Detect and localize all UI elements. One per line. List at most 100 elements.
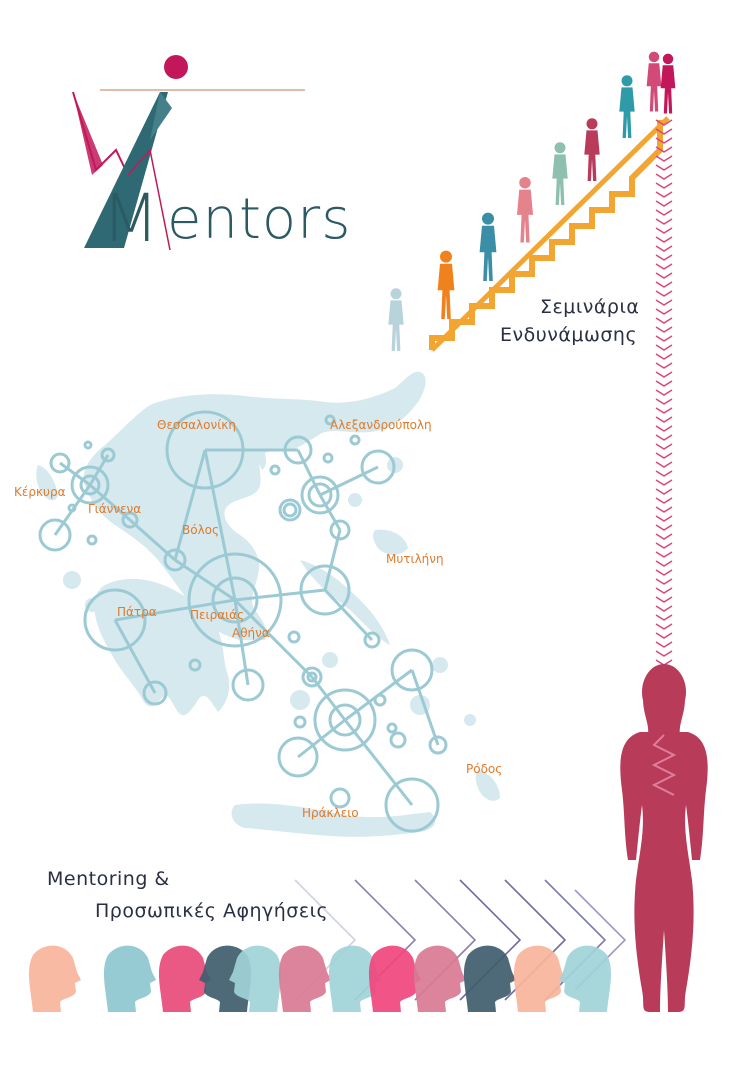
city-ioannina: Γιάννενα <box>88 502 142 516</box>
climbing-woman <box>516 176 534 243</box>
zigzag-chevron <box>655 263 673 270</box>
city-alexandroupoli: Αλεξανδρούπολη <box>330 418 432 432</box>
zigzag-chevron <box>655 614 673 621</box>
zigzag-chevron <box>655 596 673 603</box>
zigzag-chevron <box>655 524 673 531</box>
woman-head <box>463 945 516 1012</box>
climbing-woman <box>552 142 568 205</box>
zigzag-chevron <box>655 650 673 657</box>
woman-head <box>229 945 282 1012</box>
zigzag-chevron <box>655 506 673 513</box>
stairs-icon <box>429 116 670 352</box>
city-thessaloniki: Θεσσαλονίκη <box>157 418 236 432</box>
climbing-woman <box>388 288 404 351</box>
woman-head <box>328 945 381 1012</box>
women-heads-icon <box>28 945 612 1012</box>
woman-silhouette-icon <box>620 664 708 1012</box>
zigzag-chevron <box>655 641 673 648</box>
logo-mark-icon <box>72 55 305 251</box>
zigzag-chevron <box>655 605 673 612</box>
zigzag-chevron <box>655 497 673 504</box>
zigzag-chevron <box>655 344 673 351</box>
seminars-heading-line1: Σεμινάρια <box>540 296 640 318</box>
zigzag-chevron <box>655 326 673 333</box>
zigzag-chevron <box>655 281 673 288</box>
zigzag-chevron <box>655 200 673 207</box>
zigzag-chevron <box>655 227 673 234</box>
zigzag-chevron <box>655 515 673 522</box>
logo-letter-m: M <box>102 180 160 257</box>
chevrons-icon <box>655 119 673 684</box>
zigzag-chevron <box>655 632 673 639</box>
zigzag-chevron <box>655 254 673 261</box>
zigzag-chevron <box>655 155 673 162</box>
climbing-woman <box>437 250 455 319</box>
woman-head <box>559 945 612 1012</box>
zigzag-chevron <box>655 137 673 144</box>
zigzag-chevron <box>655 218 673 225</box>
zigzag-chevron <box>655 191 673 198</box>
climbing-women-icon <box>388 51 676 351</box>
zigzag-chevron <box>655 245 673 252</box>
zigzag-chevron <box>655 362 673 369</box>
zigzag-chevron <box>655 173 673 180</box>
zigzag-chevron <box>655 587 673 594</box>
woman-head <box>278 945 331 1012</box>
logo-wordmark-rest: entors <box>167 187 352 252</box>
zigzag-chevron <box>655 335 673 342</box>
woman-head <box>513 945 566 1012</box>
zigzag-chevron <box>655 560 673 567</box>
zigzag-chevron <box>655 416 673 423</box>
zigzag-chevron <box>655 164 673 171</box>
zigzag-chevron <box>655 407 673 414</box>
zigzag-chevron <box>655 371 673 378</box>
network-icon <box>38 410 448 833</box>
greece-map-icon <box>36 371 500 837</box>
zigzag-chevron <box>655 146 673 153</box>
woman-head <box>413 945 466 1012</box>
woman-head <box>158 945 211 1012</box>
zigzag-chevron <box>655 299 673 306</box>
zigzag-chevron <box>655 128 673 135</box>
zigzag-chevron <box>655 317 673 324</box>
zigzag-chevron <box>655 119 673 126</box>
climbing-woman <box>646 51 662 112</box>
zigzag-chevron <box>655 479 673 486</box>
zigzag-chevron <box>655 272 673 279</box>
zigzag-chevron <box>655 623 673 630</box>
climbing-woman <box>619 75 635 138</box>
climbing-woman <box>660 53 676 114</box>
city-peiraias: Πειραιάς <box>190 608 245 622</box>
city-athina: Αθήνα <box>232 626 270 640</box>
zigzag-chevron <box>655 443 673 450</box>
zigzag-chevron <box>655 470 673 477</box>
city-rodos: Ρόδος <box>466 762 503 776</box>
seminars-heading-line2: Ενδυνάμωσης <box>500 324 638 346</box>
city-volos: Βόλος <box>182 523 220 537</box>
city-irakleio: Ηράκλειο <box>302 806 359 820</box>
zigzag-chevron <box>655 434 673 441</box>
zigzag-chevron <box>655 425 673 432</box>
mentoring-heading-line2: Προσωπικές Αφηγήσεις <box>95 900 329 922</box>
zigzag-chevron <box>655 542 673 549</box>
zigzag-chevron <box>655 452 673 459</box>
logo-wordmark: M entors <box>102 186 351 252</box>
climbing-woman <box>584 118 600 181</box>
zigzag-chevron <box>655 533 673 540</box>
zigzag-chevron <box>655 308 673 315</box>
city-kerkyra: Κέρκυρα <box>14 485 66 499</box>
woman-head <box>103 945 156 1012</box>
zigzag-chevron <box>655 236 673 243</box>
zigzag-chevron <box>655 398 673 405</box>
woman-head <box>28 945 81 1012</box>
zigzag-chevron <box>655 488 673 495</box>
zigzag-chevron <box>655 461 673 468</box>
woman-head <box>368 945 421 1012</box>
zigzag-chevron <box>655 182 673 189</box>
city-mytilini: Μυτιλήνη <box>386 552 444 566</box>
city-patra: Πάτρα <box>117 605 157 619</box>
zigzag-chevron <box>655 551 673 558</box>
zigzag-chevron <box>655 353 673 360</box>
zigzag-chevron <box>655 209 673 216</box>
